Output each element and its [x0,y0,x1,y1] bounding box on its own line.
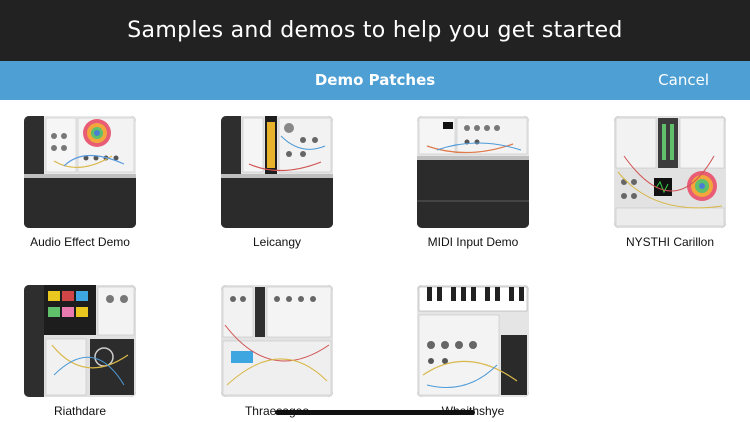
nav-title: Demo Patches [314,71,436,89]
cancel-button[interactable]: Cancel [658,71,709,89]
promo-banner: Samples and demos to help you get starte… [0,0,750,61]
patch-tile-riathdare[interactable]: Riathdare [24,285,136,418]
patch-tile-audio-effect-demo[interactable]: Audio Effect Demo [24,116,136,249]
patch-label: NYSTHI Carillon [625,235,715,249]
home-indicator[interactable] [275,410,475,415]
patch-tile-nysthi-carillon[interactable]: NYSTHI Carillon [614,116,726,249]
patch-tile-wheithshye[interactable]: Wheithshye [417,285,529,418]
patch-label: Audio Effect Demo [30,235,130,249]
patch-thumbnail[interactable] [417,116,529,228]
banner-text: Samples and demos to help you get starte… [127,18,623,43]
patch-tile-leicangy[interactable]: Leicangy [221,116,333,249]
patch-thumbnail[interactable] [614,116,726,228]
patch-label: Leicangy [252,235,302,249]
patch-label: MIDI Input Demo [427,235,519,249]
navigation-bar: Demo Patches Cancel [0,61,750,100]
patch-tile-midi-input-demo[interactable]: MIDI Input Demo [417,116,529,249]
patch-thumbnail[interactable] [221,116,333,228]
patch-label: Riathdare [53,404,107,418]
patch-thumbnail[interactable] [24,285,136,397]
patch-thumbnail[interactable] [417,285,529,397]
patch-tile-thraesageo[interactable]: Thraesageo [221,285,333,418]
patch-thumbnail[interactable] [221,285,333,397]
patch-thumbnail[interactable] [24,116,136,228]
